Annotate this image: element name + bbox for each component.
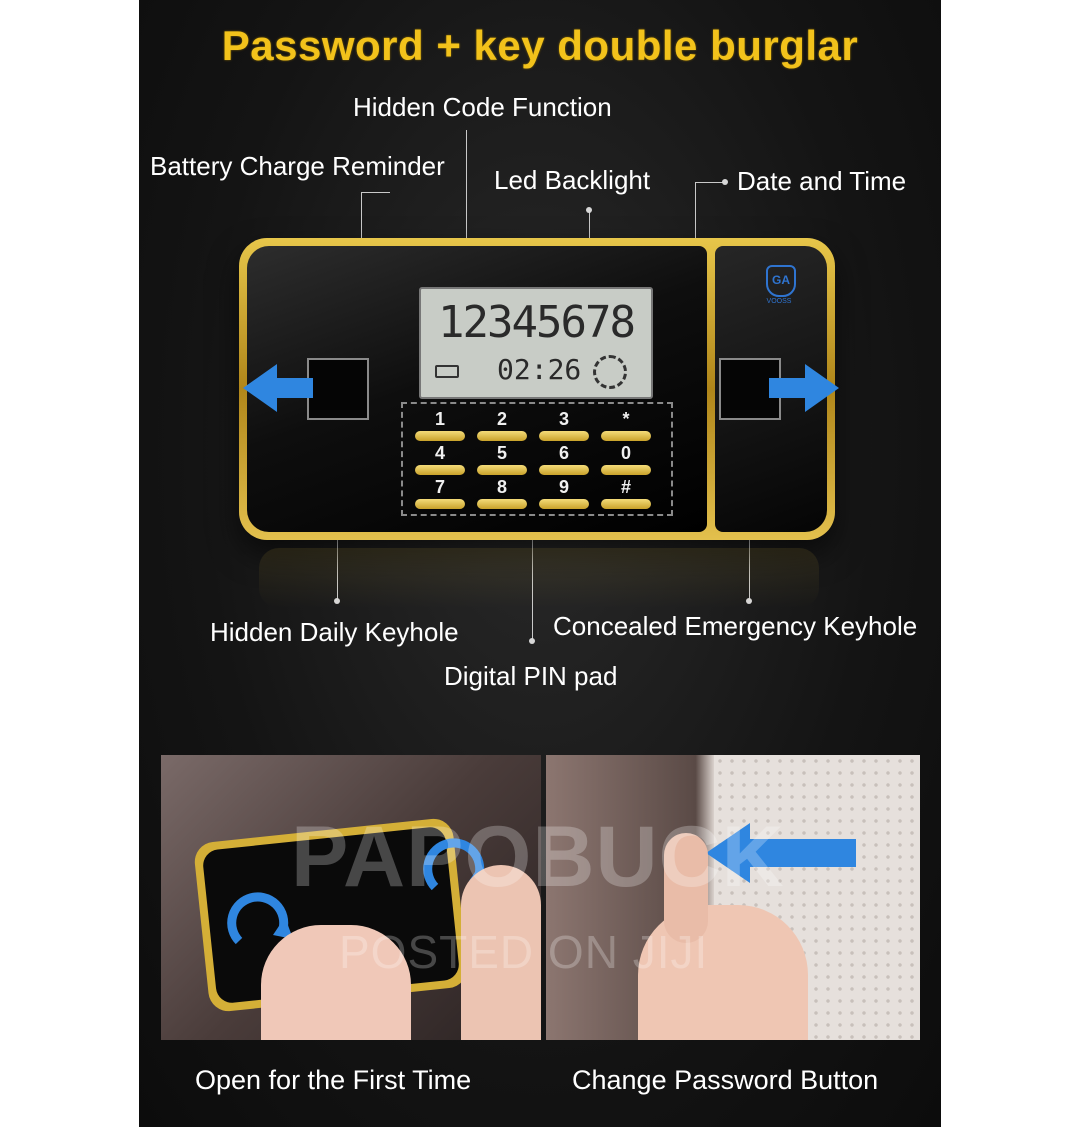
leader-date-time-dot: [722, 179, 728, 185]
label-daily-keyhole: Hidden Daily Keyhole: [210, 617, 459, 647]
leader-pin-pad: [532, 512, 533, 642]
lcd-digits: 12345678: [438, 297, 636, 348]
leader-hidden-code: [466, 130, 467, 246]
lock-panel: 12345678 02:26 1 2 3 * 4 5 6 0 7 8 9 # GA VOOSS: [239, 238, 835, 540]
battery-icon: [435, 365, 459, 378]
pin-pad: 1 2 3 * 4 5 6 0 7 8 9 #: [401, 402, 673, 516]
lcd-time: 02:26: [497, 353, 582, 386]
keypad-key-bar: [477, 465, 527, 475]
label-hidden-code: Hidden Code Function: [353, 92, 612, 122]
panel-reflection: [259, 548, 819, 608]
label-led: Led Backlight: [494, 165, 651, 195]
left-arrow-icon-photo: [706, 823, 856, 883]
caption-first-time: Open for the First Time: [195, 1065, 472, 1095]
keypad-key[interactable]: 1: [413, 410, 467, 441]
watermark-main: PAPOBUCK: [291, 809, 785, 905]
keypad-key[interactable]: 4: [413, 444, 467, 475]
label-pin-pad: Digital PIN pad: [444, 661, 618, 691]
keypad-key-label: 1: [434, 409, 445, 429]
keypad-key[interactable]: 0: [599, 444, 653, 475]
caption-change-password: Change Password Button: [572, 1065, 879, 1095]
keypad-key-label: 3: [558, 409, 569, 429]
keypad-key-label: 2: [496, 409, 507, 429]
brand-subtext: VOOSS: [766, 298, 792, 305]
keypad-key-label: 6: [558, 443, 569, 463]
keypad-key[interactable]: 8: [475, 478, 529, 509]
photo-first-open: [161, 755, 541, 1040]
leader-daily-keyhole-dot: [334, 598, 340, 604]
brand-logo: GA: [766, 265, 796, 297]
lock-face: 12345678 02:26 1 2 3 * 4 5 6 0 7 8 9 #: [247, 246, 707, 532]
door-texture: [714, 755, 920, 1040]
keypad-key-label: 9: [558, 477, 569, 497]
keypad-key-label: 4: [434, 443, 445, 463]
finger: [664, 833, 708, 943]
keypad-key-bar: [539, 465, 589, 475]
keypad-key-label: 0: [620, 443, 631, 463]
watermark-sub: POSTED ON JIJI: [339, 926, 709, 978]
leader-pin-pad-dot: [529, 638, 535, 644]
product-panel: Password + key double burglar Hidden Cod…: [139, 0, 941, 1127]
keypad-key-bar: [601, 465, 651, 475]
keypad-key-bar: [539, 499, 589, 509]
label-emergency-keyhole: Concealed Emergency Keyhole: [553, 611, 918, 641]
keypad-key-bar: [415, 499, 465, 509]
daily-keyhole: [307, 358, 369, 420]
keypad-key-bar: [601, 499, 651, 509]
clock-icon: [593, 355, 627, 389]
keypad-key[interactable]: 2: [475, 410, 529, 441]
keypad-key[interactable]: 5: [475, 444, 529, 475]
label-battery: Battery Charge Reminder: [150, 151, 445, 181]
leader-led-dot: [586, 207, 592, 213]
keypad-key-bar: [477, 499, 527, 509]
keypad-key[interactable]: 3: [537, 410, 591, 441]
hand-right: [461, 865, 541, 1040]
keypad-key-label: 8: [496, 477, 507, 497]
keypad-key[interactable]: 7: [413, 478, 467, 509]
photo-change-password: [546, 755, 920, 1040]
left-arrow-icon: [243, 364, 313, 412]
leader-emergency-keyhole-dot: [746, 598, 752, 604]
label-date-time: Date and Time: [737, 166, 907, 196]
keypad-key-bar: [415, 465, 465, 475]
keypad-key-label: #: [620, 477, 631, 497]
keypad-key[interactable]: #: [599, 478, 653, 509]
keypad-key-label: *: [622, 409, 630, 429]
lcd-screen: 12345678 02:26: [419, 287, 653, 399]
keypad-key-bar: [477, 431, 527, 441]
keypad-key-label: 5: [496, 443, 507, 463]
keypad-key-bar: [539, 431, 589, 441]
keypad-key[interactable]: 6: [537, 444, 591, 475]
keypad-key-bar: [415, 431, 465, 441]
headline: Password + key double burglar: [221, 22, 859, 69]
keypad-key-bar: [601, 431, 651, 441]
right-arrow-icon: [769, 364, 839, 412]
keypad-key-label: 7: [434, 477, 445, 497]
hand: [261, 925, 411, 1040]
keypad-key[interactable]: *: [599, 410, 653, 441]
keypad-key[interactable]: 9: [537, 478, 591, 509]
